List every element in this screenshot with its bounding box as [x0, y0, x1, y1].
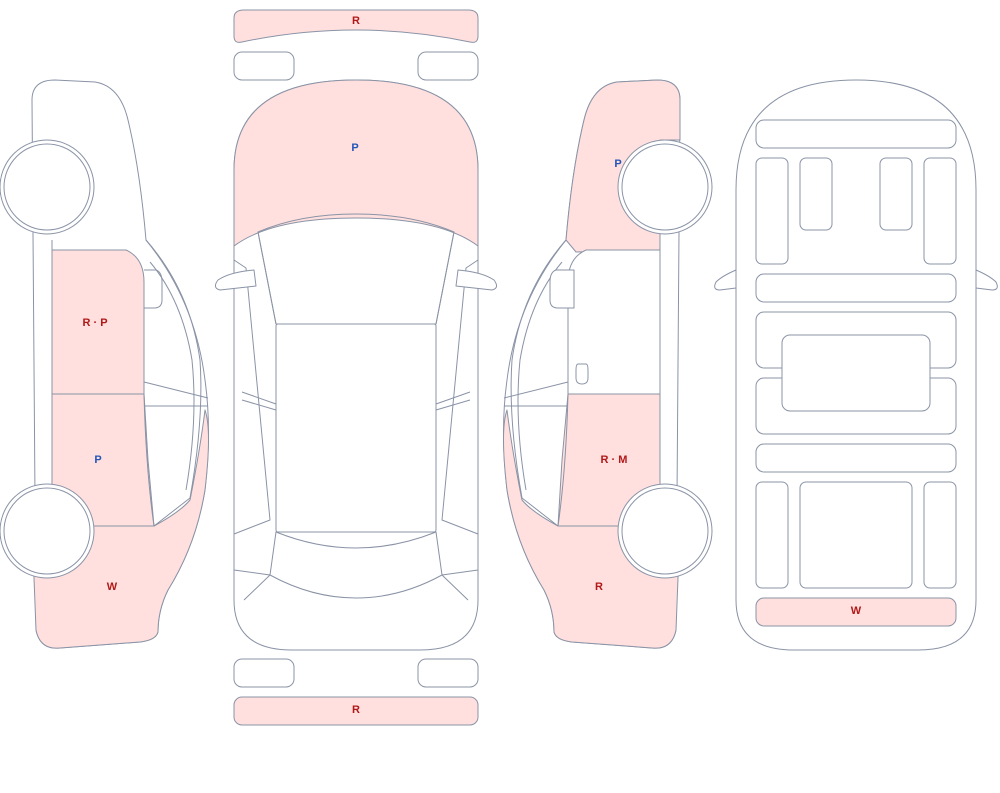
left-rear-quarter-panel[interactable]	[31, 409, 209, 649]
top-view: R P R	[214, 9, 498, 726]
underbody-rear-panel-code: W	[851, 605, 862, 617]
right-a-pillar	[435, 231, 479, 535]
hood-panel[interactable]	[233, 79, 479, 247]
right-rear-quarter-code: R	[595, 581, 603, 593]
front-bumper-code: R	[352, 15, 360, 27]
right-front-door-panel[interactable]	[567, 249, 661, 395]
right-side-view: P R · M R	[503, 79, 713, 649]
right-mirror	[549, 269, 575, 309]
right-headlight	[417, 51, 479, 81]
underbody-crossmember-3	[755, 443, 957, 473]
left-front-wheel	[3, 143, 91, 231]
underbody-view: W	[714, 79, 998, 651]
left-side-view: R · P P W	[0, 79, 209, 649]
left-pillar-b	[143, 381, 209, 407]
right-door-handle	[575, 363, 589, 385]
underbody-center-tunnel	[781, 334, 931, 412]
right-front-wheel	[621, 143, 709, 231]
right-rear-quarter-panel[interactable]	[503, 409, 681, 649]
left-rear-wheel	[3, 487, 91, 575]
underbody-front-crossmember	[755, 119, 957, 149]
rear-bumper-code: R	[352, 704, 360, 716]
left-headlight	[233, 51, 295, 81]
underbody-left-inner-mount	[799, 157, 833, 231]
left-a-pillar	[233, 231, 277, 535]
top-right-mirror	[455, 269, 498, 291]
right-taillight	[417, 658, 479, 688]
underbody-rear-panel[interactable]	[755, 597, 957, 627]
left-front-door-panel[interactable]	[51, 249, 145, 395]
left-side-lines	[233, 391, 277, 601]
underbody-right-rail-front	[923, 157, 957, 265]
left-taillight	[233, 658, 295, 688]
right-front-fender-code: P	[614, 158, 621, 170]
roof	[275, 323, 437, 533]
underbody-left-rail-rear	[755, 481, 789, 589]
left-mirror	[144, 269, 163, 309]
left-rear-door-code: P	[94, 454, 101, 466]
right-window-frame	[510, 239, 569, 527]
left-rear-quarter-code: W	[107, 581, 118, 593]
underbody-right-mirror	[975, 269, 998, 291]
windshield	[257, 213, 455, 325]
left-window-inner	[149, 261, 195, 491]
right-rear-wheel	[621, 487, 709, 575]
left-front-door-code: R · P	[82, 317, 107, 329]
right-side-lines	[435, 391, 479, 601]
front-bumper-panel[interactable]	[233, 9, 479, 43]
underbody-left-rail-front	[755, 157, 789, 265]
right-pillar-b	[503, 381, 569, 407]
underbody-crossmember-2	[755, 273, 957, 303]
hood-code: P	[351, 142, 358, 154]
underbody-right-rail-rear	[923, 481, 957, 589]
right-rear-door-code: R · M	[601, 454, 628, 466]
underbody-left-mirror	[714, 269, 737, 291]
right-window-inner	[517, 261, 563, 491]
top-left-mirror	[214, 269, 257, 291]
underbody-right-inner-mount	[879, 157, 913, 231]
left-window-frame	[143, 239, 202, 527]
rear-bumper-panel[interactable]	[233, 696, 479, 726]
underbody-spare-well	[799, 481, 913, 589]
